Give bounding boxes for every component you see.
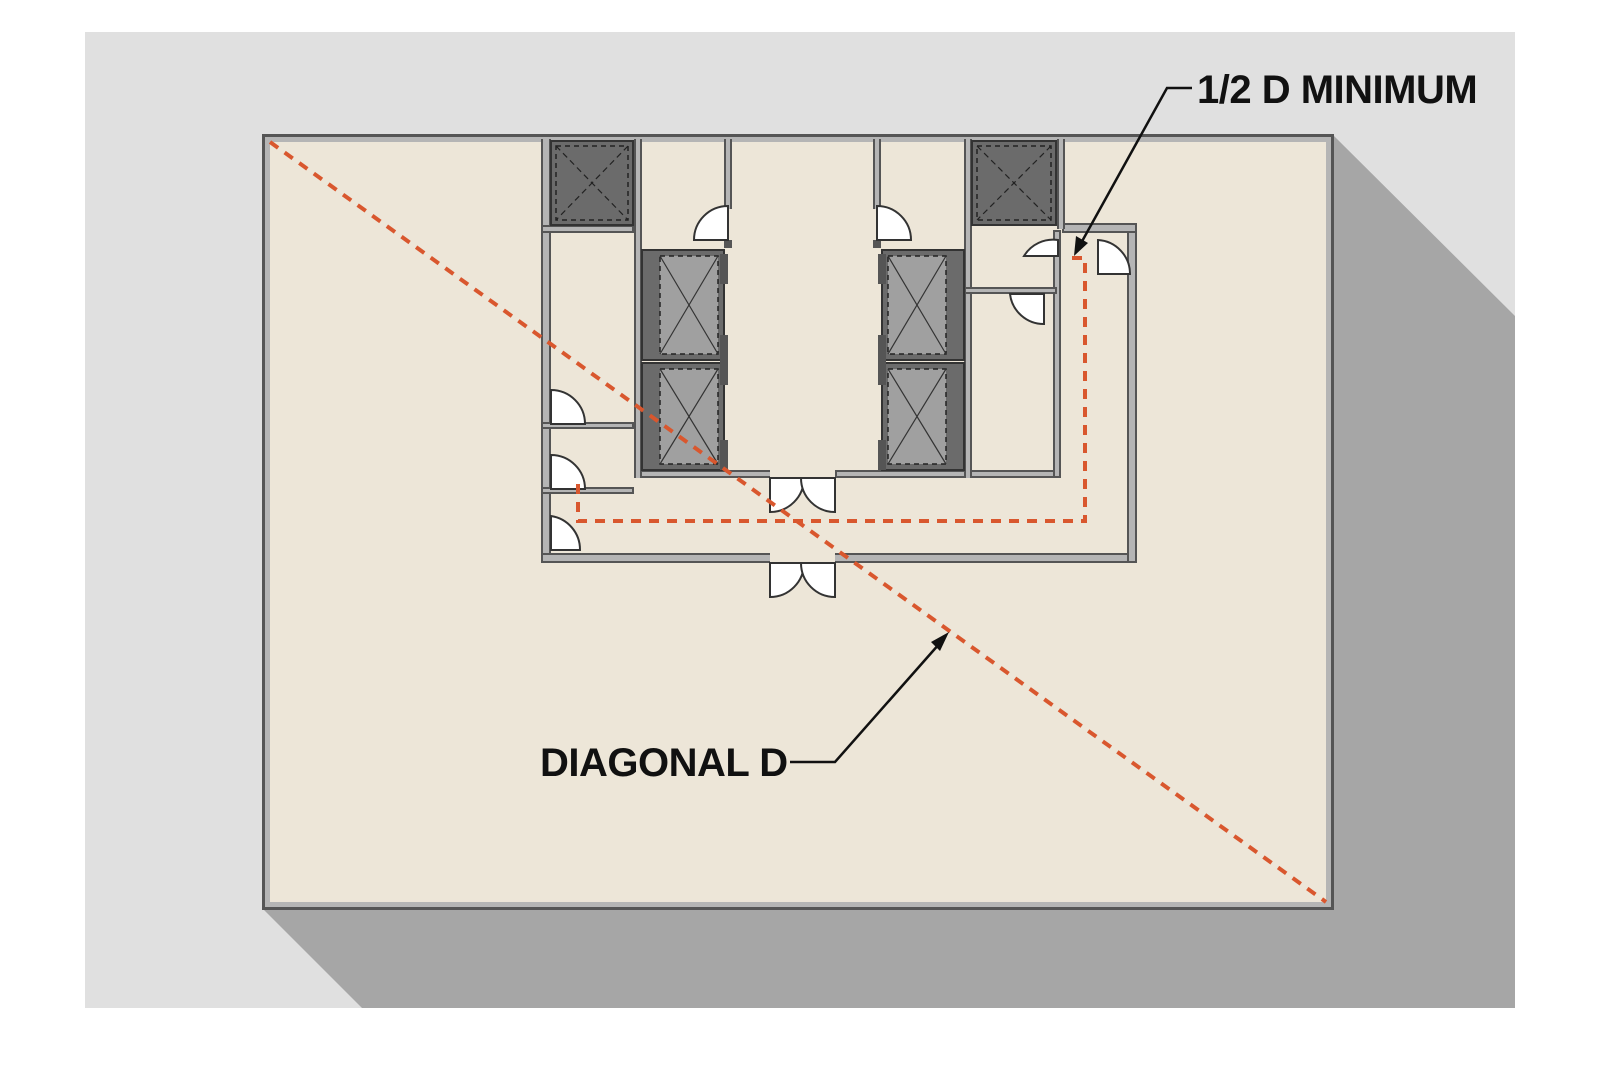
leader-half-min	[1074, 86, 1192, 256]
elevator-bank-left	[641, 249, 728, 471]
elevator-bank-right	[878, 249, 965, 471]
shaft-top-right	[971, 140, 1057, 226]
exit-path-line	[576, 256, 1087, 523]
doors	[550, 204, 1132, 599]
label-half-minimum: 1/2 D MINIMUM	[1197, 68, 1477, 112]
core-walls	[541, 139, 1137, 563]
shaft-top-left	[550, 140, 634, 226]
label-diagonal: DIAGONAL D	[540, 741, 788, 785]
diagonal-line	[268, 140, 1328, 904]
leader-diagonal	[790, 632, 949, 764]
building-shadow	[262, 136, 1515, 1008]
